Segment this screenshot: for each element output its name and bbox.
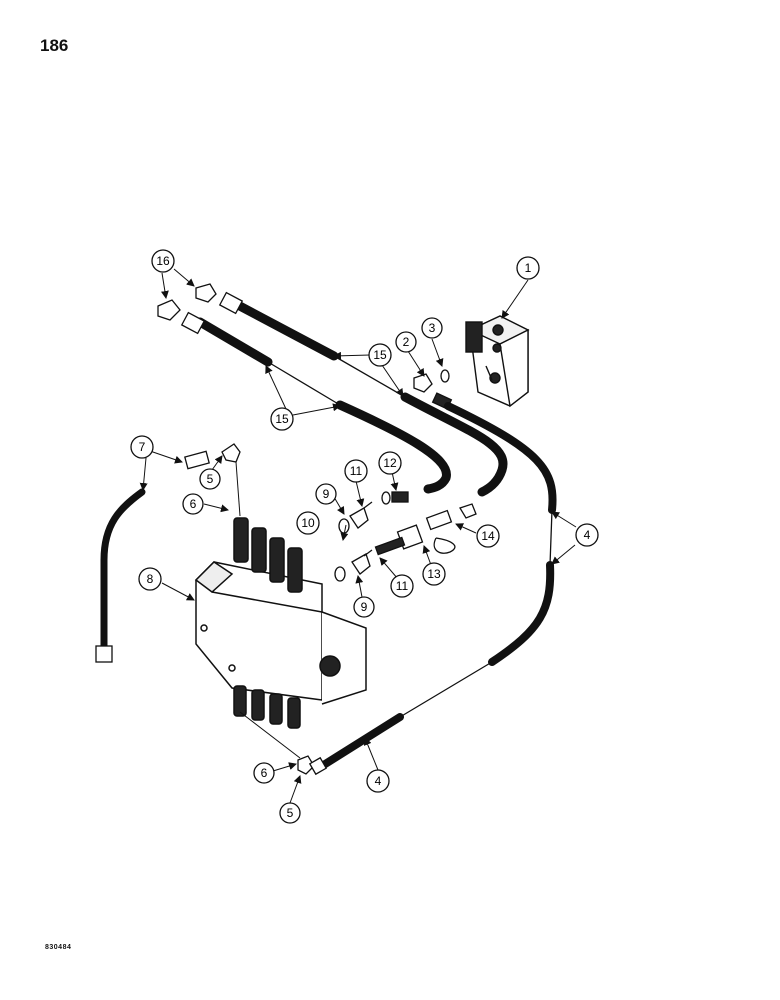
callout-10: 10 xyxy=(296,511,320,535)
callout-label: 4 xyxy=(584,528,591,542)
callout-label: 6 xyxy=(190,497,197,511)
hose-4 xyxy=(318,402,557,770)
page-number: 186 xyxy=(40,36,69,55)
callout-11-upper: 11 xyxy=(344,459,368,483)
callout-16: 16 xyxy=(151,249,175,273)
figure-code: 830484 xyxy=(45,944,72,951)
callout-label: 15 xyxy=(275,412,289,426)
elbow-fitting-5-lower xyxy=(297,755,328,776)
callout-3: 3 xyxy=(421,317,443,339)
callout-4-upper: 4 xyxy=(575,523,599,547)
callout-7: 7 xyxy=(130,435,154,459)
callout-label: 11 xyxy=(350,464,363,478)
callout-12: 12 xyxy=(378,451,402,475)
callout-label: 15 xyxy=(373,348,387,362)
callout-label: 7 xyxy=(139,440,146,454)
callout-5-lower: 5 xyxy=(279,802,301,824)
callout-11-lower: 11 xyxy=(390,574,414,598)
callout-5-upper: 5 xyxy=(199,468,221,490)
callout-label: 4 xyxy=(375,774,382,788)
callout-15-lower: 15 xyxy=(270,407,294,431)
leader-lines xyxy=(139,268,577,804)
elbow-fittings-16 xyxy=(157,283,244,335)
callout-14: 14 xyxy=(476,524,500,548)
callout-label: 2 xyxy=(403,335,410,349)
callout-8: 8 xyxy=(138,567,162,591)
callout-label: 16 xyxy=(156,254,170,268)
callout-label: 10 xyxy=(301,516,315,530)
callout-label: 8 xyxy=(147,572,154,586)
callout-label: 9 xyxy=(361,600,368,614)
callout-9-lower: 9 xyxy=(353,596,375,618)
callout-9-upper: 9 xyxy=(315,483,337,505)
callout-label: 5 xyxy=(287,806,294,820)
callout-2: 2 xyxy=(395,331,417,353)
callout-13: 13 xyxy=(422,562,446,586)
callout-6-lower: 6 xyxy=(253,762,275,784)
callout-label: 9 xyxy=(323,487,330,501)
callout-15-upper: 15 xyxy=(368,343,392,367)
callout-label: 6 xyxy=(261,766,268,780)
hose-7 xyxy=(95,443,241,663)
callout-6-upper: 6 xyxy=(182,493,204,515)
callout-label: 13 xyxy=(427,567,441,581)
callout-label: 12 xyxy=(383,456,397,470)
callout-label: 1 xyxy=(525,261,532,275)
callout-1: 1 xyxy=(516,256,540,280)
callout-4-lower: 4 xyxy=(366,769,390,793)
callout-label: 3 xyxy=(429,321,436,335)
callout-label: 5 xyxy=(207,472,214,486)
callout-label: 11 xyxy=(396,579,409,593)
fitting-assembly-9-14 xyxy=(334,491,477,582)
hose-15-pair xyxy=(195,299,508,497)
manifold-block xyxy=(465,315,530,408)
callout-label: 14 xyxy=(481,529,495,543)
control-valve-8 xyxy=(194,517,367,729)
